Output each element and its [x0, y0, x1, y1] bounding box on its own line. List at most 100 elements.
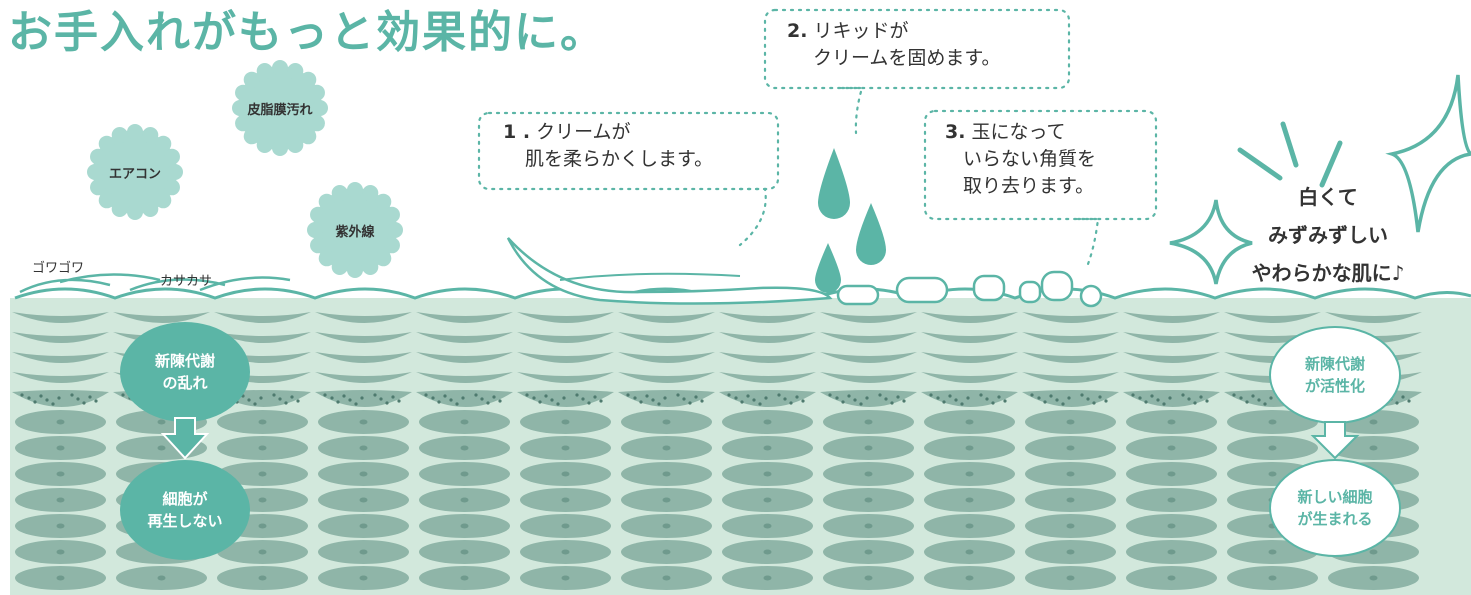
granule-dot: [486, 401, 490, 405]
skin-scale: [1022, 372, 1119, 383]
granule-dot: [492, 395, 496, 399]
step2-number: 2.: [787, 20, 808, 42]
skin-scale: [719, 352, 816, 363]
granule-dot: [1037, 396, 1041, 400]
granule-dot: [474, 393, 478, 397]
granule-dot: [1043, 400, 1047, 404]
cell-nucleus: [763, 419, 772, 425]
granule-dot: [997, 395, 1001, 399]
cell-nucleus: [1268, 419, 1277, 425]
granule-dot: [954, 398, 958, 402]
badge-bump: [243, 71, 260, 88]
granule-dot: [1232, 393, 1236, 397]
granule-dot: [1131, 393, 1135, 397]
granule-dot: [1061, 402, 1065, 406]
granule-dot: [865, 396, 869, 400]
granule-dot: [979, 393, 983, 397]
cell-nucleus: [864, 445, 873, 451]
granule-dot: [259, 396, 263, 400]
granule-dot: [373, 393, 377, 397]
cell-nucleus: [662, 549, 671, 555]
badge-bump: [111, 127, 128, 144]
granule-dot: [1401, 395, 1405, 399]
skin-scale: [517, 332, 614, 343]
skin-scale: [921, 332, 1018, 343]
badge-bump: [142, 127, 159, 144]
granule-dot: [455, 402, 459, 406]
left-cycle-top-circle: [120, 322, 250, 422]
cell-nucleus: [662, 445, 671, 451]
granule-dot: [1003, 399, 1007, 403]
cell-nucleus: [965, 445, 974, 451]
skin-scale: [719, 332, 816, 343]
granule-dot: [859, 402, 863, 406]
granule-dot: [556, 402, 560, 406]
granule-dot: [272, 393, 276, 397]
skin-scale: [315, 312, 412, 323]
granule-dot: [278, 397, 282, 401]
granule-dot: [525, 393, 529, 397]
cell-nucleus: [1167, 549, 1176, 555]
granule-dot: [878, 393, 882, 397]
skin-scale: [315, 372, 412, 383]
left-cycle-top-line1: 新陳代謝: [154, 352, 215, 370]
granule-dot: [1168, 396, 1172, 400]
granule-dot: [651, 398, 655, 402]
cell-nucleus: [763, 471, 772, 477]
granule-dot: [532, 396, 536, 400]
granule-dot: [1181, 393, 1185, 397]
badge-bump: [308, 84, 325, 101]
bubble-step3: [923, 109, 1158, 221]
cell-nucleus: [864, 523, 873, 529]
badge-bump: [235, 115, 252, 132]
granule-dot: [424, 393, 428, 397]
bubble-step2: [763, 8, 1071, 90]
cell-nucleus: [1167, 419, 1176, 425]
cell-nucleus: [561, 575, 570, 581]
cell-nucleus: [864, 497, 873, 503]
skin-scale: [1224, 312, 1321, 323]
cell-nucleus: [1167, 523, 1176, 529]
granule-dot: [896, 395, 900, 399]
cell-nucleus: [56, 523, 65, 529]
granule-dot: [94, 399, 98, 403]
result-line1: 白くて: [1298, 185, 1358, 209]
cell-nucleus: [1268, 445, 1277, 451]
cell-nucleus: [258, 549, 267, 555]
cell-nucleus: [561, 549, 570, 555]
granule-dot: [1138, 396, 1142, 400]
granule-dot: [1245, 400, 1249, 404]
skin-scale: [1022, 352, 1119, 363]
granule-dot: [1162, 402, 1166, 406]
granule-dot: [633, 396, 637, 400]
granule-dot: [1092, 401, 1096, 405]
right-cycle-arrow-icon: [1310, 421, 1360, 460]
step1-text: 1 . クリームが 肌を柔らかくします。: [503, 119, 713, 173]
badge-bump: [312, 100, 328, 116]
granule-dot: [752, 398, 756, 402]
cell-nucleus: [460, 549, 469, 555]
granule-dot: [538, 400, 542, 404]
cell-nucleus: [1066, 419, 1075, 425]
granule-dot: [284, 401, 288, 405]
granule-dot: [676, 393, 680, 397]
granule-dot: [1150, 394, 1154, 398]
badge-bump: [90, 148, 107, 165]
cell-nucleus: [258, 575, 267, 581]
cell-nucleus: [662, 575, 671, 581]
cell-nucleus: [864, 471, 873, 477]
step1-line2: 肌を柔らかくします。: [525, 148, 714, 170]
factor-uv-label: 紫外線: [335, 225, 375, 240]
cell-nucleus: [56, 471, 65, 477]
granule-dot: [253, 402, 257, 406]
badge-bump: [383, 206, 400, 223]
cell-nucleus: [965, 471, 974, 477]
granule-dot: [247, 398, 251, 402]
step2-line1: リキッドが: [813, 20, 909, 42]
skin-scale: [921, 352, 1018, 363]
cell-nucleus: [763, 549, 772, 555]
result-line3: やわらかな肌に♪: [1251, 261, 1405, 285]
right-cycle-top-line2: が活性化: [1304, 377, 1365, 395]
granule-dot: [801, 399, 805, 403]
skin-scale: [416, 312, 513, 323]
